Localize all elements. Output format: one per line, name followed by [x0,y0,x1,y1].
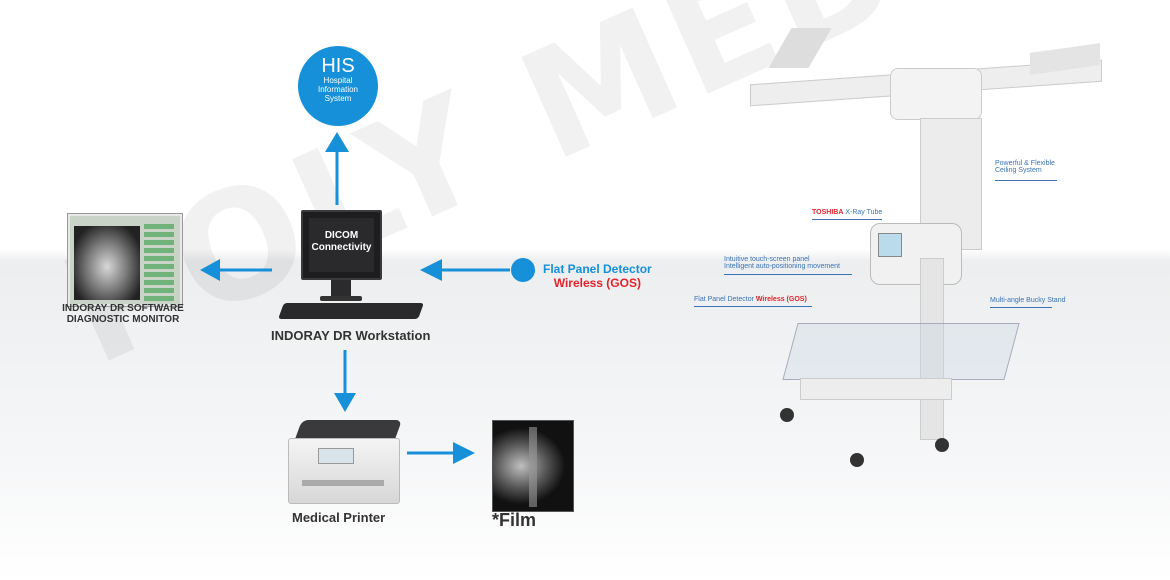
monitor-base [320,296,362,301]
tube-label: X-Ray Tube [845,209,883,216]
printer-label: Medical Printer [292,510,386,525]
his-title: HIS [321,55,355,77]
his-line2: Information [317,85,359,94]
his-node: HIS Hospital Information System [298,46,378,126]
keyboard [278,303,424,319]
tube-brand: TOSHIBA [812,209,844,216]
workstation-monitor: DICOM Connectivity [301,210,382,280]
detector-line2: Wireless (GOS) [553,276,641,290]
workstation-label: INDORAY DR Workstation [271,328,431,343]
dicom-line1: DICOM [324,230,359,241]
fpd-label-red: Wireless (GOS) [755,296,807,303]
his-line3: System [324,94,352,103]
monitor-label: INDORAY DR SOFTWARE DIAGNOSTIC MONITOR [60,303,186,325]
tube-annotation: TOSHIBA X-Ray Tube [812,209,883,220]
touch-line1: Intuitive touch-screen panel [724,256,810,263]
xray-image [74,226,140,300]
monitor-stand [331,280,351,298]
detector-label: Flat Panel Detector Wireless (GOS) [543,262,652,290]
ceiling-line1: Powerful & Flexible [995,160,1055,167]
monitor-label-line2: DIAGNOSTIC MONITOR [66,314,180,325]
fpd-annotation: Flat Panel Detector Wireless (GOS) [694,296,812,307]
detector-line1: Flat Panel Detector [543,262,652,276]
xray-machine [750,28,1150,498]
fpd-label: Flat Panel Detector [694,296,754,303]
bucky-annotation: Multi-angle Bucky Stand [990,297,1066,308]
touch-annotation: Intuitive touch-screen panel Intelligent… [724,256,852,275]
his-line1: Hospital [323,76,353,85]
ceiling-annotation: Powerful & Flexible Ceiling System [995,160,1057,181]
diagnostic-monitor [68,214,182,306]
bucky-label: Multi-angle Bucky Stand [990,297,1066,304]
medical-printer [288,420,403,504]
detector-dot [511,258,535,282]
film-image [492,420,574,512]
ceiling-line2: Ceiling System [995,167,1042,174]
film-label: *Film [492,510,537,530]
touch-line2: Intelligent auto-positioning movement [724,263,840,270]
monitor-label-line1: INDORAY DR SOFTWARE [62,303,184,314]
software-buttons [144,224,174,302]
dicom-line2: Connectivity [311,242,372,253]
